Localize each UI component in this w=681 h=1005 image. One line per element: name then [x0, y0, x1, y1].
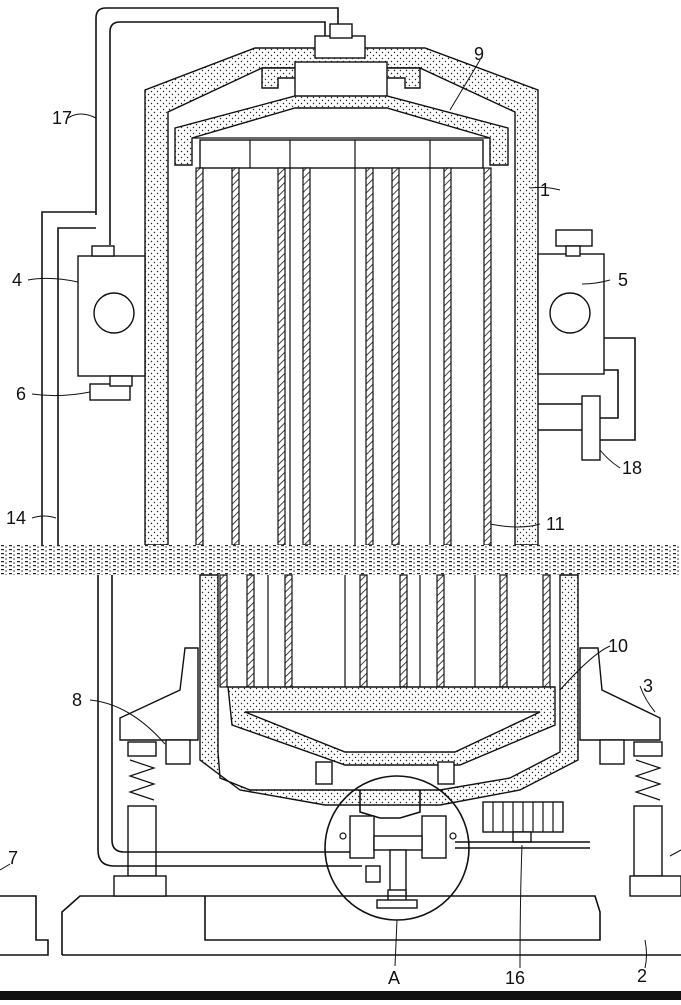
spring-damper-left: [127, 741, 157, 877]
label-8: 8: [72, 690, 82, 710]
upper-distributor: [174, 95, 509, 166]
label-16: 16: [505, 968, 525, 988]
pipe-left-vertical: [41, 211, 96, 545]
part-labels: 1 2 3 4 5 6 7 8 9 10 11 14 16 17 18 A: [6, 44, 653, 988]
tube-bundle-lower: [219, 574, 551, 688]
outer-shell-lower: [199, 574, 579, 806]
section-break: [0, 545, 681, 575]
inlet-box-left: [77, 245, 146, 401]
label-11: 11: [546, 514, 565, 534]
label-17: 17: [52, 108, 72, 128]
bottom-outlet: [315, 761, 455, 819]
label-2: 2: [637, 966, 647, 986]
leader-lines: [0, 59, 681, 969]
top-outlet-pipe: [95, 7, 366, 245]
label-4: 4: [12, 270, 22, 290]
tube-bundle-upper: [195, 139, 492, 546]
label-7: 7: [8, 848, 18, 868]
support-bracket-right: [579, 647, 661, 765]
label-10: 10: [608, 636, 628, 656]
label-6: 6: [16, 384, 26, 404]
label-14: 14: [6, 508, 26, 528]
label-1: 1: [540, 180, 550, 200]
label-18: 18: [622, 458, 642, 478]
lower-collector: [227, 686, 556, 766]
detail-circle-a: [324, 775, 470, 921]
bottom-border: [0, 991, 681, 1000]
pipe-left-lower: [97, 575, 362, 867]
drive-motor: [455, 801, 590, 849]
label-9: 9: [474, 44, 484, 64]
base-frame: [0, 875, 681, 956]
label-a: A: [388, 968, 400, 988]
label-5: 5: [618, 270, 628, 290]
spring-damper-right: [633, 741, 663, 877]
label-3: 3: [643, 676, 653, 696]
inlet-box-right: [537, 229, 605, 375]
support-bracket-left: [119, 647, 199, 765]
pipe-right-valve: [538, 337, 636, 461]
